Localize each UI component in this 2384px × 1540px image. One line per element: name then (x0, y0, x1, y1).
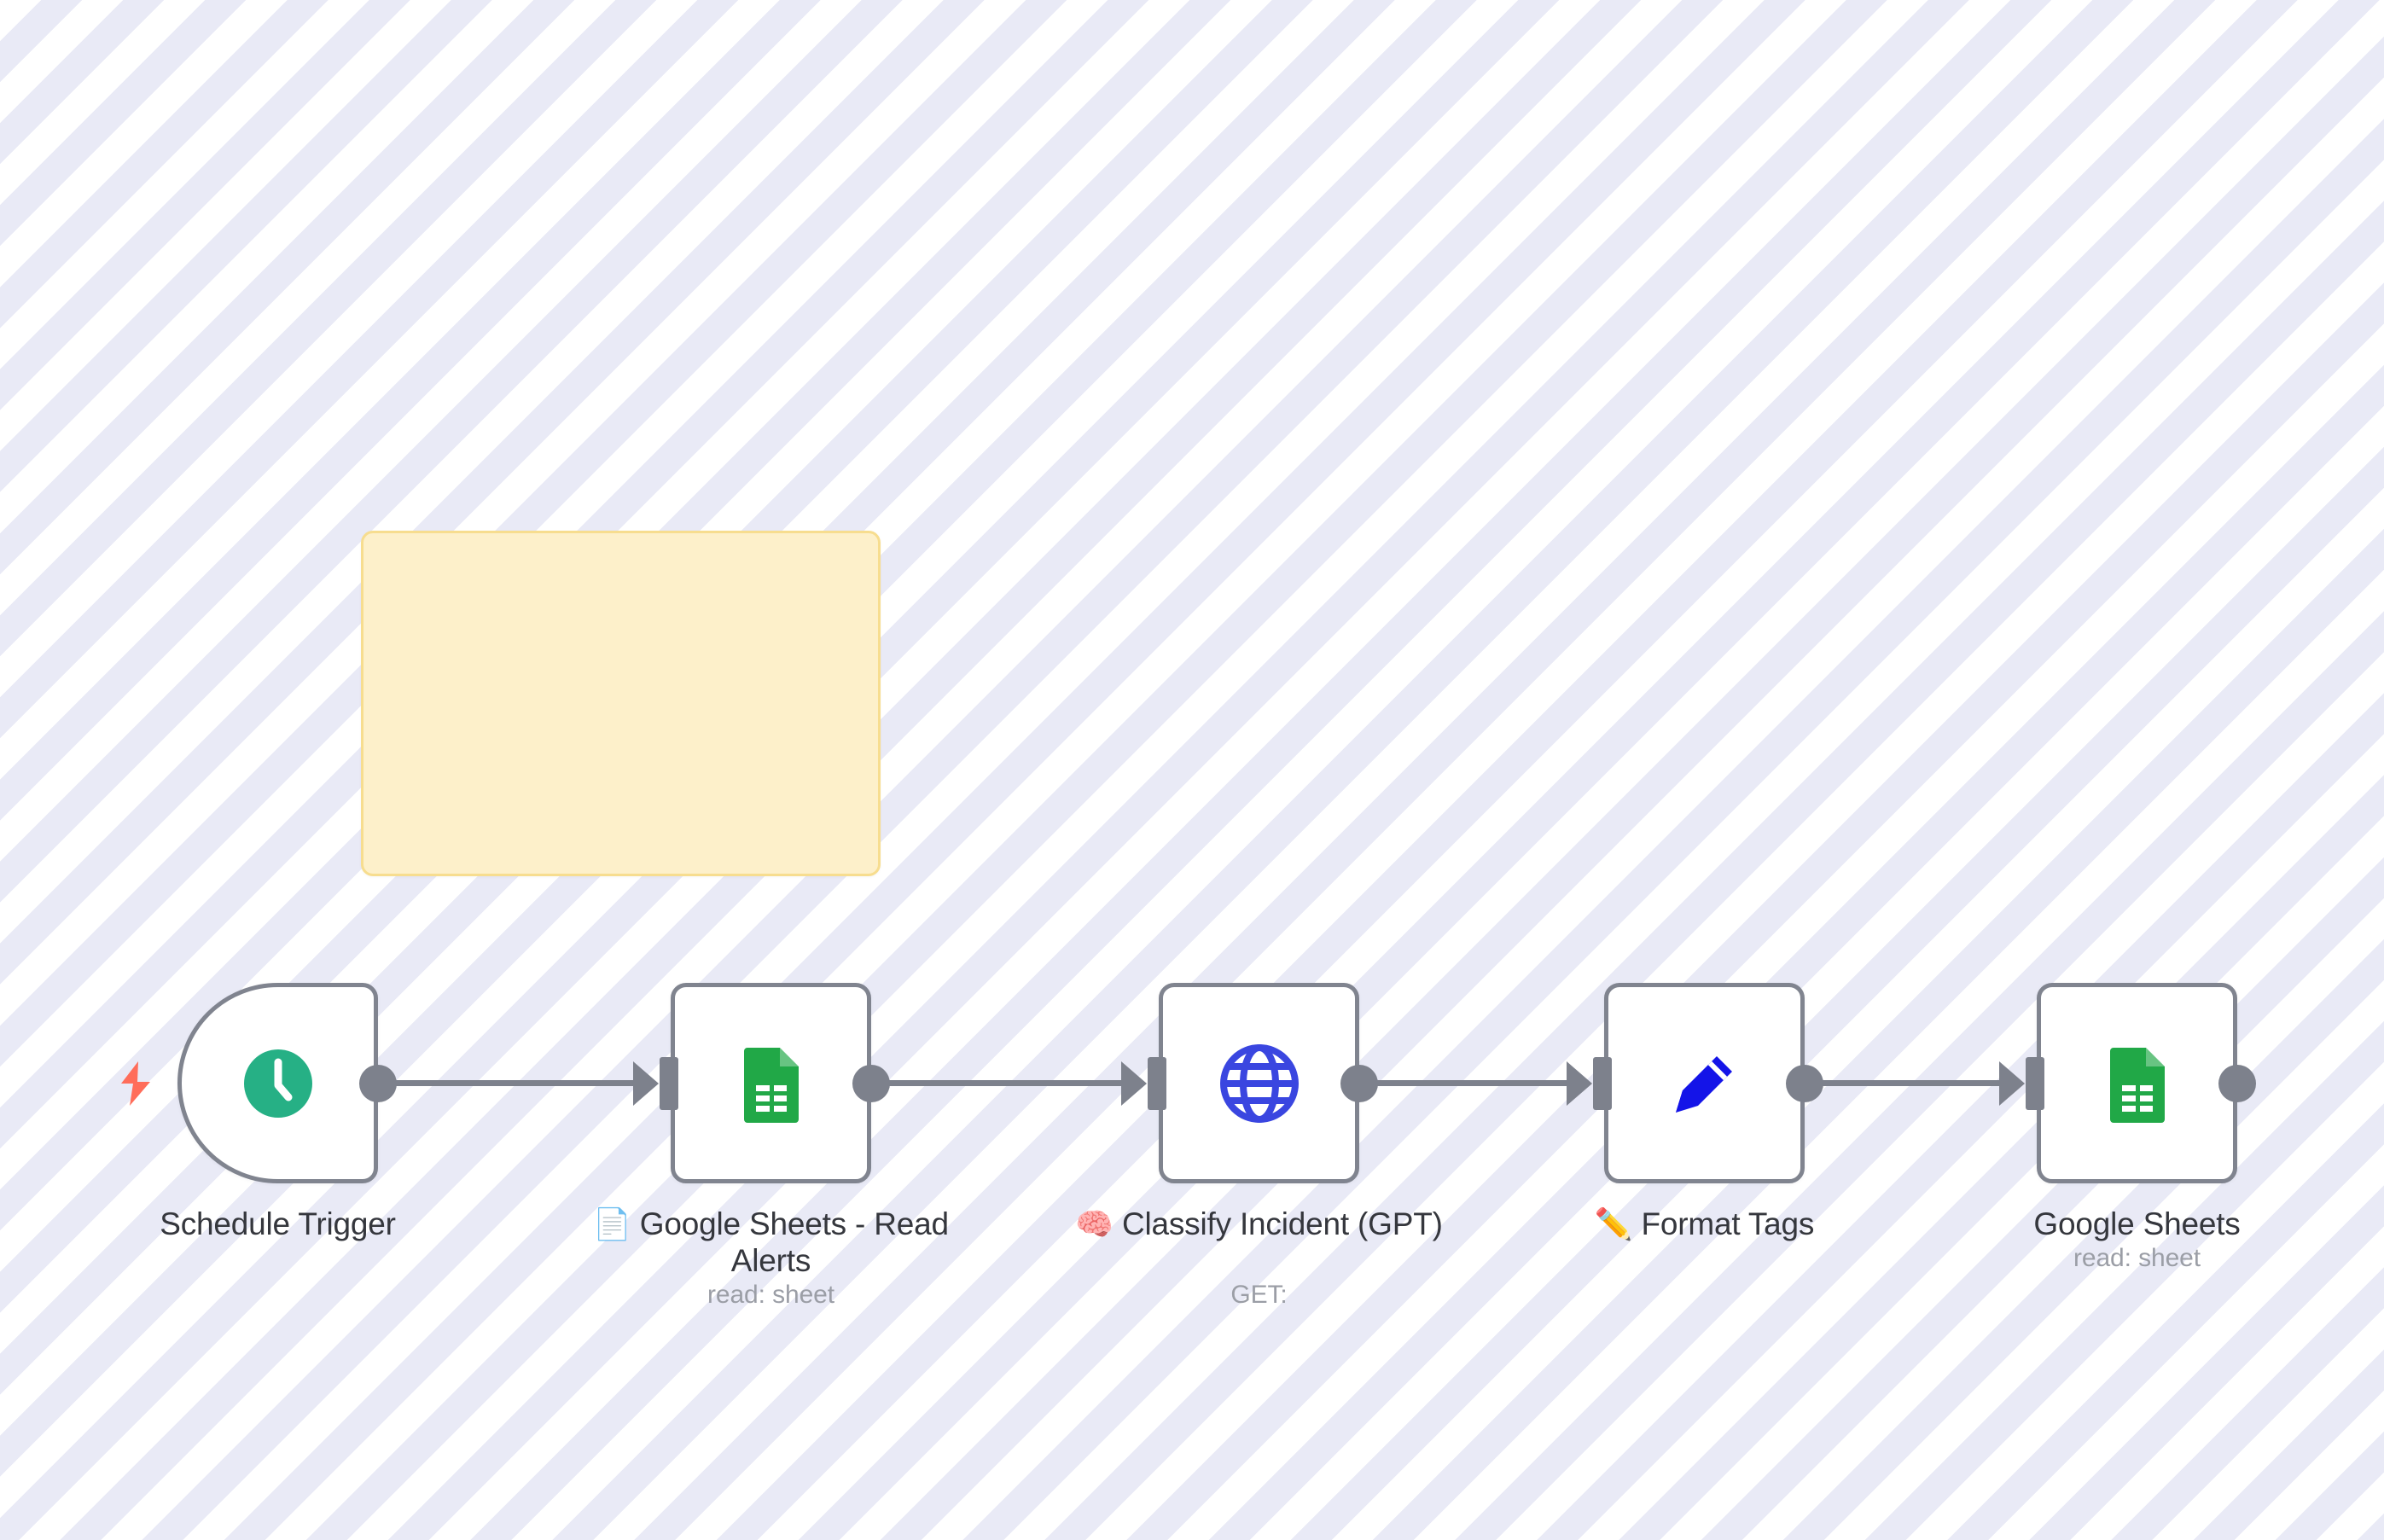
output-endpoint-classify-incident-gpt[interactable] (1340, 1064, 1378, 1102)
trigger-bolt (116, 1060, 155, 1107)
node-label-text-google-sheets: Google Sheets (2033, 1206, 2241, 1241)
node-sublabel-google-sheets: read: sheet (2073, 1244, 2201, 1272)
sticky-note[interactable] (361, 531, 881, 876)
node-label-text-classify-incident-gpt: Classify Incident (GPT) (1121, 1206, 1443, 1241)
node-emoji-format-tags: ✏️ (1594, 1206, 1633, 1241)
input-arrow-google-sheets-read-alerts (633, 1061, 659, 1106)
node-sublabel-google-sheets-read-alerts: read: sheet (706, 1281, 834, 1309)
node-label-classify-incident-gpt: 🧠 Classify Incident (GPT) (1072, 1206, 1447, 1242)
input-endpoint-format-tags[interactable] (1593, 1056, 1612, 1110)
output-endpoint-google-sheets-read-alerts[interactable] (852, 1064, 890, 1102)
node-label-format-tags: ✏️ Format Tags (1517, 1206, 1893, 1242)
node-label-text-format-tags: Format Tags (1641, 1206, 1815, 1241)
node-box-classify-incident-gpt[interactable] (1159, 983, 1359, 1183)
node-emoji-google-sheets-read-alerts: 📄 (593, 1206, 631, 1241)
input-arrow-format-tags (1567, 1061, 1592, 1106)
output-endpoint-google-sheets[interactable] (2218, 1064, 2256, 1102)
input-arrow-classify-incident-gpt (1121, 1061, 1147, 1106)
input-endpoint-classify-incident-gpt[interactable] (1148, 1056, 1166, 1110)
input-endpoint-google-sheets-read-alerts[interactable] (660, 1056, 678, 1110)
input-arrow-google-sheets (1999, 1061, 2025, 1106)
output-endpoint-schedule-trigger[interactable] (359, 1064, 397, 1102)
pencil-icon (1675, 1055, 1732, 1113)
node-box-google-sheets-read-alerts[interactable] (671, 983, 871, 1183)
lightning-bolt-icon (121, 1061, 150, 1106)
node-label-schedule-trigger: Schedule Trigger (90, 1206, 466, 1242)
node-label-google-sheets-read-alerts: 📄 Google Sheets - Read Alerts (584, 1206, 959, 1280)
google-sheets-icon (743, 1047, 799, 1123)
node-label-text-schedule-trigger: Schedule Trigger (160, 1206, 396, 1241)
globe-icon (1219, 1043, 1299, 1123)
input-endpoint-google-sheets[interactable] (2026, 1056, 2044, 1110)
node-box-google-sheets[interactable] (2037, 983, 2237, 1183)
node-emoji-classify-incident-gpt: 🧠 (1075, 1206, 1114, 1241)
node-sublabel-classify-incident-gpt: GET: (1230, 1281, 1288, 1309)
node-box-format-tags[interactable] (1604, 983, 1805, 1183)
output-endpoint-format-tags[interactable] (1786, 1064, 1823, 1102)
node-label-text-google-sheets-read-alerts: Google Sheets - Read Alerts (639, 1206, 949, 1279)
sticky-note-text (363, 533, 878, 571)
clock-icon (243, 1049, 312, 1118)
node-box-schedule-trigger[interactable] (177, 983, 378, 1183)
node-label-google-sheets: Google Sheets (1950, 1206, 2325, 1242)
google-sheets-icon (2109, 1047, 2165, 1123)
